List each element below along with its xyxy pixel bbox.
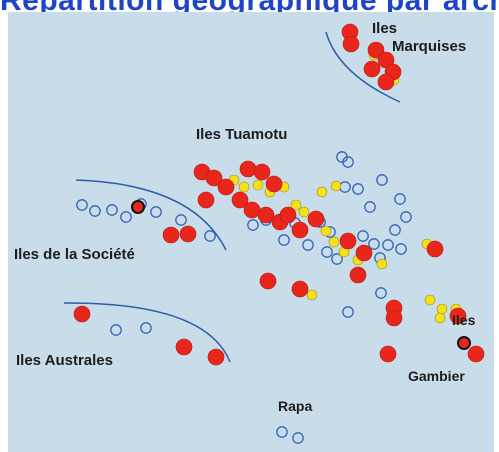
blue-outline-point [352, 183, 364, 195]
label-societe: Iles de la Société [14, 246, 135, 263]
red-point [467, 345, 485, 363]
blue-outline-point [278, 234, 290, 246]
yellow-point [290, 199, 302, 211]
red-point [207, 348, 225, 366]
blue-outline-point [368, 238, 380, 250]
red-point [239, 160, 257, 178]
red-point [279, 206, 297, 224]
blue-outline-point [120, 211, 132, 223]
yellow-point [320, 225, 332, 237]
blue-outline-point [76, 199, 88, 211]
red-point [205, 169, 223, 187]
yellow-point [298, 206, 310, 218]
map-svg [63, 23, 485, 444]
red-point [291, 221, 309, 239]
blue-outline-point [389, 224, 401, 236]
red-point [197, 191, 215, 209]
yellow-point [330, 180, 342, 192]
label-rapa: Rapa [278, 398, 313, 414]
blue-outline-point [110, 324, 122, 336]
red-dark-outline-point [131, 200, 145, 214]
label-gambier-line1: Iles [452, 312, 476, 328]
blue-outline-point [331, 253, 343, 265]
blue-outline-point [395, 243, 407, 255]
red-point [355, 244, 373, 262]
yellow-point [328, 236, 340, 248]
red-point [175, 338, 193, 356]
yellow-point [434, 312, 446, 324]
blue-outline-point [382, 239, 394, 251]
red-point [367, 41, 385, 59]
label-marquises-line2: Marquises [392, 38, 467, 55]
yellow-point [238, 181, 250, 193]
red-point [162, 226, 180, 244]
blue-outline-point [342, 156, 354, 168]
blue-outline-point [106, 204, 118, 216]
red-point [253, 163, 271, 181]
blue-outline-point [375, 287, 387, 299]
red-point [265, 175, 283, 193]
red-point [449, 307, 467, 325]
red-point [377, 73, 395, 91]
blue-outline-point [292, 432, 304, 444]
red-point [73, 305, 91, 323]
blue-outline-point [400, 211, 412, 223]
yellow-point [252, 179, 264, 191]
red-point [349, 266, 367, 284]
red-point [291, 280, 309, 298]
blue-outline-point [394, 193, 406, 205]
blue-outline-point [247, 219, 259, 231]
red-point [385, 309, 403, 327]
map-area: Iles Marquises Iles Tuamotu Iles de la S… [8, 12, 494, 452]
blue-outline-point [204, 230, 216, 242]
red-point [257, 206, 275, 224]
marquises-arc [325, 31, 401, 103]
blue-outline-point [376, 174, 388, 186]
red-point [426, 240, 444, 258]
red-point [179, 225, 197, 243]
survey-points [73, 23, 485, 444]
red-point [307, 210, 325, 228]
blue-outline-point [364, 201, 376, 213]
label-gambier-line2: Gambier [408, 368, 465, 384]
label-marquises-line1: Iles [372, 20, 398, 37]
blue-outline-point [321, 246, 333, 258]
societe-arc [75, 179, 227, 251]
red-point [217, 178, 235, 196]
yellow-point [376, 258, 388, 270]
blue-outline-point [175, 214, 187, 226]
red-point [379, 345, 397, 363]
blue-outline-point [339, 181, 351, 193]
blue-outline-point [342, 306, 354, 318]
yellow-point [436, 303, 448, 315]
red-point [339, 232, 357, 250]
label-australes: Iles Australes [16, 352, 113, 369]
blue-outline-point [357, 230, 369, 242]
red-point [342, 35, 360, 53]
yellow-point [424, 294, 436, 306]
blue-outline-point [302, 239, 314, 251]
australes-arc [63, 302, 231, 363]
blue-outline-point [89, 205, 101, 217]
blue-outline-point [276, 426, 288, 438]
red-point [363, 60, 381, 78]
red-dark-outline-point [457, 336, 471, 350]
label-tuamotu: Iles Tuamotu [196, 126, 288, 143]
blue-outline-point [140, 322, 152, 334]
red-point [259, 272, 277, 290]
red-point [243, 201, 261, 219]
yellow-point [316, 186, 328, 198]
blue-outline-point [150, 206, 162, 218]
red-point [231, 191, 249, 209]
yellow-point [306, 289, 318, 301]
